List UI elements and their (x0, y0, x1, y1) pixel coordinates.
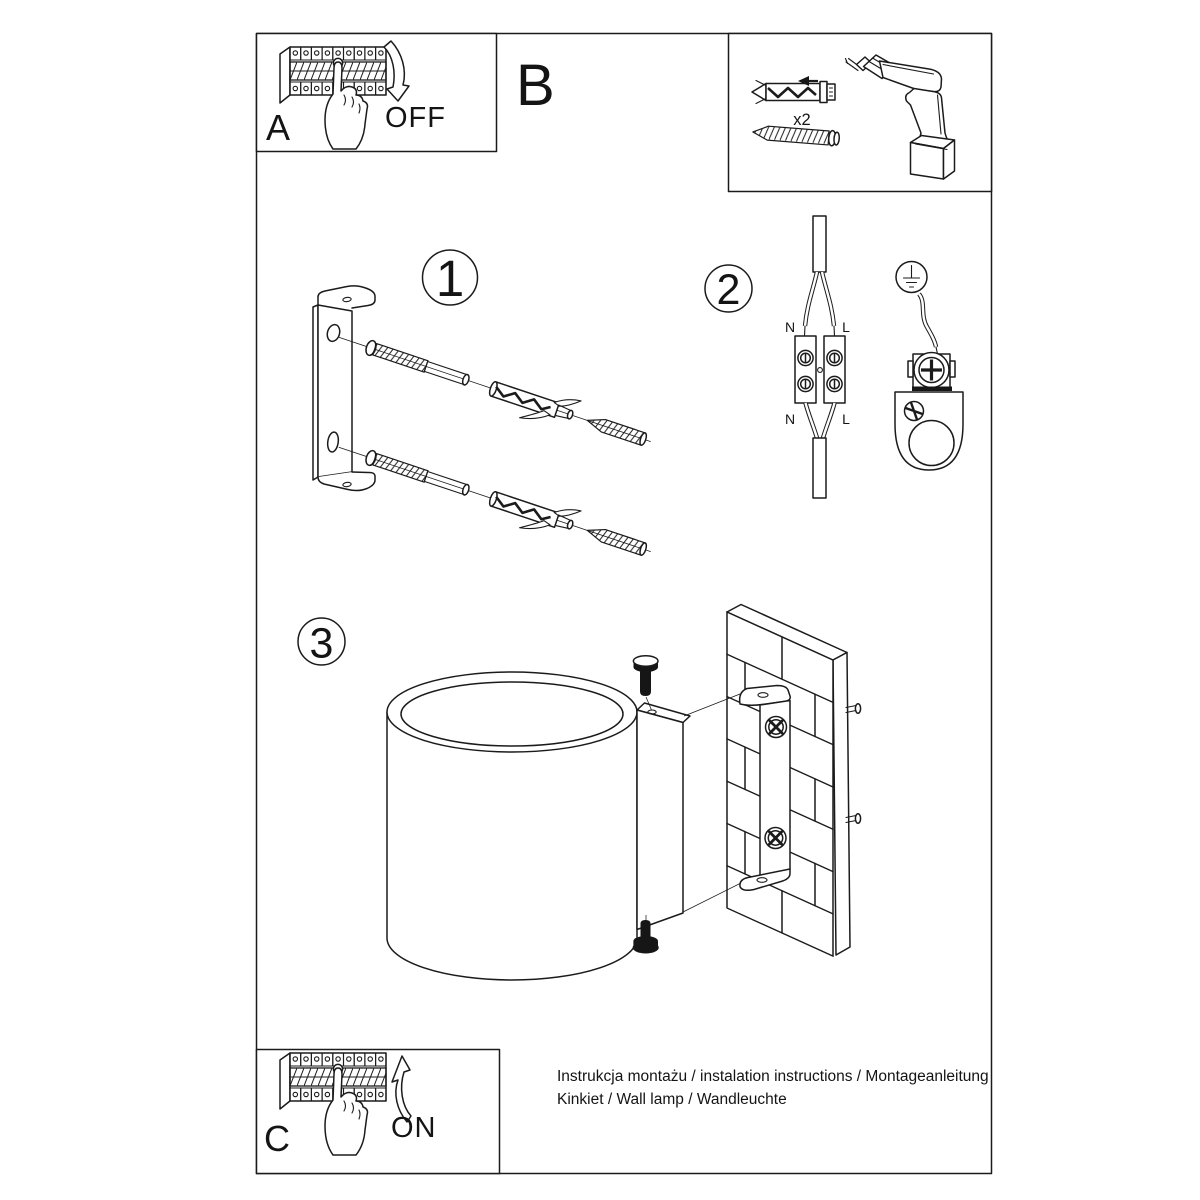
step-2-wiring: 2 N L N L (704, 215, 964, 499)
drill-icon (844, 54, 956, 180)
ground-terminal-icon (894, 351, 964, 471)
lamp-mount-plate (636, 702, 691, 931)
footer: Instrukcja montażu / instalation instruc… (557, 1068, 989, 1108)
step-2-number: 2 (717, 266, 741, 314)
ground-symbol-icon (895, 260, 928, 294)
wire-label-top-n: N (785, 319, 795, 335)
wall-bracket-icon (738, 684, 791, 891)
lamp-cable-icon (803, 402, 837, 499)
wire-label-bottom-n: N (785, 411, 795, 427)
bracket-screw-top (764, 715, 788, 739)
step-3-lamp-assembly: 3 (297, 603, 862, 981)
wall-stud-icon (845, 702, 862, 825)
step-1-number: 1 (436, 250, 464, 307)
panel-b-tools: x2 (727, 32, 993, 193)
step-2-badge (704, 264, 753, 313)
step-3-badge (297, 617, 346, 666)
terminal-block-icon (794, 335, 846, 404)
step-1-badge (421, 249, 479, 306)
mounting-bracket-icon (312, 285, 376, 492)
panel-b-label: B (516, 53, 555, 118)
wire-label-top-l: L (842, 319, 850, 335)
wire-label-bottom-l: L (842, 411, 850, 427)
fixing-screw-top-icon (632, 655, 659, 711)
panel-a-action-label: OFF (385, 102, 446, 134)
panel-c-power-on: C ON (255, 1048, 501, 1175)
assembly-guide-lines (682, 693, 742, 913)
bracket-screw-bottom (763, 826, 788, 850)
footer-product-line: Kinkiet / Wall lamp / Wandleuchte (557, 1091, 787, 1108)
fixing-screw-bottom-icon (632, 915, 659, 954)
panel-a-power-off: A OFF (255, 32, 498, 153)
power-cable-icon (802, 215, 837, 337)
screw-anchor-set-2 (331, 430, 658, 571)
brick-wall-icon (726, 603, 862, 957)
content-frame-border (255, 32, 993, 1175)
panel-c-action-label: ON (391, 1112, 437, 1144)
lamp-cylinder-icon (386, 671, 638, 981)
arrow-up-icon (391, 1055, 412, 1123)
screw-icon (752, 125, 841, 147)
panel-a-label: A (266, 107, 290, 148)
arrow-down-icon (383, 40, 410, 102)
screw-anchor-set-1 (331, 320, 658, 461)
wall-plug-icon (751, 76, 836, 105)
footer-title-line: Instrukcja montażu / instalation instruc… (557, 1068, 989, 1085)
panel-c-label: C (264, 1118, 290, 1159)
step-1-bracket-mounting: 1 (312, 249, 658, 571)
ground-wire-icon (917, 292, 939, 355)
quantity-label: x2 (793, 111, 810, 129)
step-3-number: 3 (310, 620, 334, 668)
